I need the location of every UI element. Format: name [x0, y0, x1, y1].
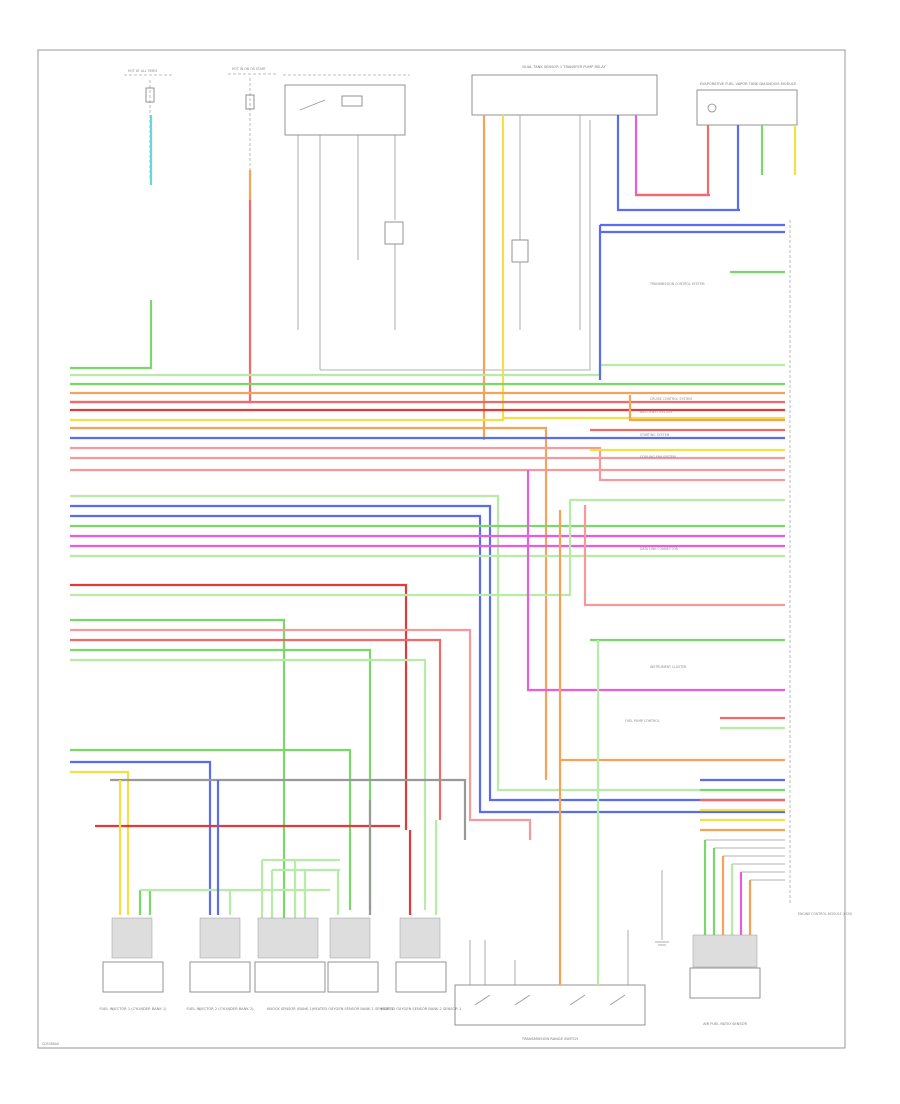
svg-text:EVAPORATIVE FUEL VAPOR TANK DI: EVAPORATIVE FUEL VAPOR TANK DIAGNOSIS MO…	[700, 82, 797, 86]
wire-red-evap	[636, 125, 710, 197]
svg-text:COOLING FAN SYSTEM: COOLING FAN SYSTEM	[640, 455, 676, 459]
ecm-right-connector: ENGINE CONTROL MODULE (ECM)	[789, 220, 852, 916]
svg-text:TRANSMISSION RANGE SWITCH: TRANSMISSION RANGE SWITCH	[521, 1037, 579, 1041]
heated-o2-sensor-1: HEATED OXYGEN SENSOR BANK 1 SENSOR 1	[313, 917, 393, 1011]
svg-text:INSTRUMENT CLUSTER: INSTRUMENT CLUSTER	[650, 665, 687, 669]
svg-text:FUEL INJECTOR 2 (CYLINDER BANK: FUEL INJECTOR 2 (CYLINDER BANK 2)	[186, 1007, 254, 1011]
fuel-injector-2: FUEL INJECTOR 2 (CYLINDER BANK 2)	[186, 917, 254, 1011]
ground-symbol	[655, 870, 669, 946]
wire-magenta-relay	[634, 115, 710, 197]
svg-text:HEATED OXYGEN SENSOR BANK 2 SE: HEATED OXYGEN SENSOR BANK 2 SENSOR 1	[381, 1007, 461, 1011]
fuel-injector-1: FUEL INJECTOR 1 (CYLINDER BANK 1)	[99, 917, 167, 1011]
resistor-box	[384, 221, 404, 245]
main-relay-box	[283, 74, 410, 136]
svg-text:ENGINE CONTROL MODULE (ECM): ENGINE CONTROL MODULE (ECM)	[798, 912, 852, 916]
svg-text:DATA LINK CONNECTOR: DATA LINK CONNECTOR	[640, 547, 679, 551]
transmission-range-switch: TRANSMISSION RANGE SWITCH	[454, 870, 646, 1041]
horizontal-wire-bus	[70, 300, 785, 920]
svg-text:STARTING SYSTEM: STARTING SYSTEM	[640, 433, 670, 437]
evap-module: EVAPORATIVE FUEL VAPOR TANK DIAGNOSIS MO…	[696, 82, 798, 126]
svg-text:FUEL PUMP CONTROL: FUEL PUMP CONTROL	[625, 719, 660, 723]
svg-text:TRANSMISSION CONTROL SYSTEM: TRANSMISSION CONTROL SYSTEM	[649, 282, 705, 286]
svg-text:AIR FUEL RATIO SENSOR: AIR FUEL RATIO SENSOR	[703, 1022, 747, 1026]
svg-text:HOT IN ON OR START: HOT IN ON OR START	[232, 67, 266, 71]
right-side-labels: TRANSMISSION CONTROL SYSTEM CRUISE CONTR…	[625, 282, 705, 723]
svg-text:DUAL TANK SENSOR 1 TRANSFER PU: DUAL TANK SENSOR 1 TRANSFER PUMP RELAY	[522, 65, 606, 69]
air-fuel-ratio-sensor: AIR FUEL RATIO SENSOR	[689, 934, 761, 1026]
fuse-hot-at-all-times: HOT AT ALL TIMES	[124, 69, 172, 180]
dual-tank-relay: DUAL TANK SENSOR 1 TRANSFER PUMP RELAY	[471, 65, 658, 116]
svg-text:CRUISE CONTROL SYSTEM: CRUISE CONTROL SYSTEM	[650, 397, 692, 401]
svg-text:ANTI-THEFT SYSTEM: ANTI-THEFT SYSTEM	[640, 410, 672, 414]
svg-text:HEATED OXYGEN SENSOR BANK 1 SE: HEATED OXYGEN SENSOR BANK 1 SENSOR 1	[313, 1007, 393, 1011]
page-code: CD5088A6	[42, 1042, 59, 1046]
wire-blue-relay	[616, 115, 740, 212]
svg-text:KNOCK SENSOR (BANK 1): KNOCK SENSOR (BANK 1)	[267, 1007, 314, 1011]
right-side-wires	[526, 223, 785, 935]
knock-sensor: KNOCK SENSOR (BANK 1)	[254, 917, 326, 1011]
fuse-hot-in-on: HOT IN ON OR START	[228, 67, 276, 170]
bottom-left-wires	[118, 780, 438, 920]
svg-text:HOT AT ALL TIMES: HOT AT ALL TIMES	[128, 69, 157, 73]
svg-text:FUEL INJECTOR 1 (CYLINDER BANK: FUEL INJECTOR 1 (CYLINDER BANK 1)	[99, 1007, 167, 1011]
diagram-frame	[37, 49, 846, 1049]
wire-pink-ign	[70, 200, 252, 404]
heated-o2-sensor-2: HEATED OXYGEN SENSOR BANK 2 SENSOR 1	[381, 917, 461, 1011]
